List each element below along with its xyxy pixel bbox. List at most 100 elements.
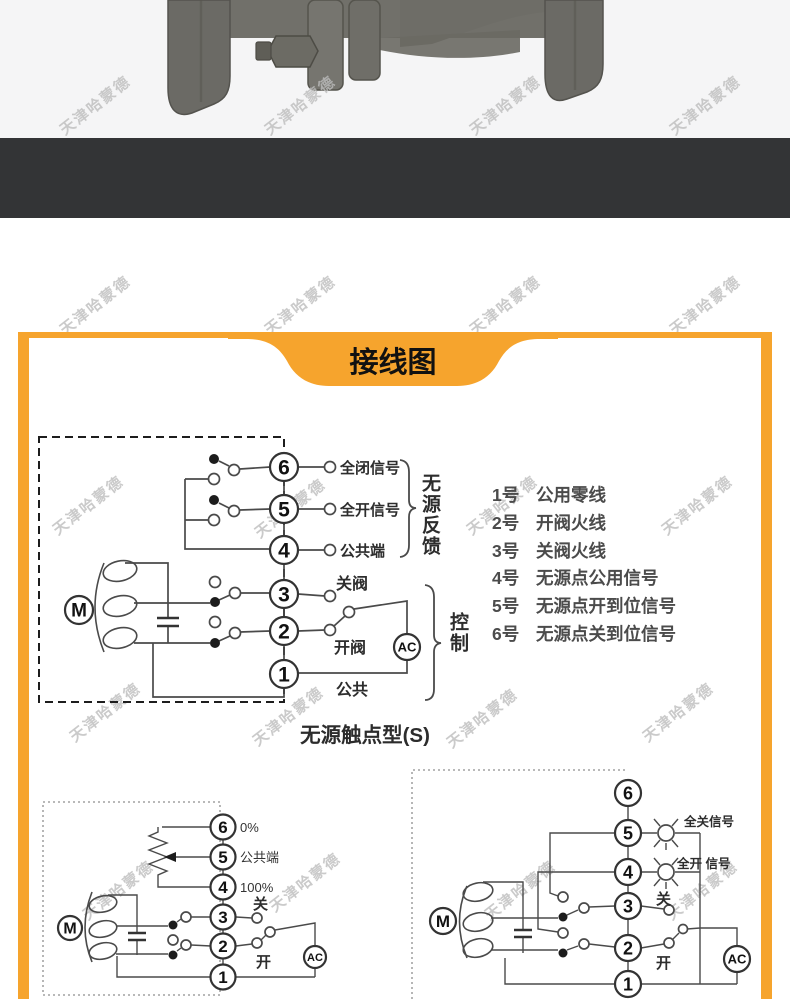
ac-label: AC (398, 640, 417, 655)
label-open: 开 (656, 955, 671, 972)
motor-label: M (436, 912, 450, 931)
label-common-terminal: 公共端 (240, 850, 279, 865)
svg-text:4: 4 (278, 539, 290, 562)
svg-text:1: 1 (623, 974, 633, 994)
pot-dashed-box (42, 801, 221, 996)
lamp-wires (483, 780, 738, 997)
lamp-dashed-box (411, 769, 627, 999)
label-full-open-signal: 全开 信号 (676, 856, 730, 871)
svg-text:1: 1 (218, 968, 227, 987)
legend-item: 5号无源点开到位信号 (492, 596, 676, 617)
capacitor (514, 928, 532, 939)
lamp-full-close (653, 818, 679, 850)
ac-label: AC (307, 952, 323, 964)
svg-text:4: 4 (623, 862, 633, 882)
valve-center-ring-right (348, 0, 381, 81)
lamp-full-open (653, 857, 679, 889)
svg-text:6: 6 (278, 456, 290, 479)
svg-text:3: 3 (218, 908, 227, 927)
svg-text:6: 6 (218, 818, 227, 837)
svg-text:2: 2 (218, 937, 227, 956)
capacitor (157, 616, 179, 628)
terminal-2: 2 (613, 933, 643, 963)
terminal-3: 3 (268, 578, 300, 610)
valve-photo-area: 天津哈蒙德天津哈蒙德天津哈蒙德天津哈蒙德 (0, 0, 790, 138)
label-100-percent: 100% (240, 880, 274, 895)
label-0-percent: 0% (240, 820, 259, 835)
terminal-5: 5 (268, 493, 300, 525)
watermark-text: 天津哈蒙德 (56, 272, 135, 339)
label-full-open-signal: 全开信号 (339, 501, 400, 519)
svg-text:2: 2 (278, 620, 290, 643)
svg-text:5: 5 (278, 498, 290, 521)
terminal-4: 4 (268, 534, 300, 566)
terminal-4: 4 (613, 857, 643, 887)
legend-item: 1号公用零线 (492, 485, 606, 506)
ac-circle (722, 944, 752, 974)
terminal-2: 2 (209, 932, 237, 960)
terminal-6: 6 (209, 813, 237, 841)
legend-item: 2号开阀火线 (492, 513, 606, 534)
capacitor (128, 931, 146, 942)
terminal-6: 6 (613, 778, 643, 808)
motor-bracket (94, 562, 105, 653)
label-passive-feedback: 无源反馈 (419, 473, 440, 557)
label-control: 控制 (447, 612, 468, 654)
terminal-1: 1 (209, 963, 237, 991)
control-brace (424, 584, 442, 701)
ac-circle (302, 944, 328, 970)
svg-text:6: 6 (623, 783, 633, 803)
valve-left-flange (167, 0, 231, 116)
terminal-legend: 1号公用零线 2号开阀火线 3号关阀火线 4号无源点公用信号 5号无源点开到位信… (492, 481, 752, 647)
valve-photo (0, 0, 790, 138)
label-close: 关 (656, 890, 671, 908)
motor-circle (63, 594, 95, 626)
lamp-wiring-diagram: M AC 6 5 4 3 2 1 全关信号 全开 信号 关 开 (411, 769, 752, 999)
potentiometer-resistor (147, 827, 169, 878)
label-close: 关 (253, 895, 268, 913)
pot-wiring-diagram: M AC 6 5 4 3 2 1 0% 公共端 100% 关 开 (42, 801, 328, 996)
valve-hex-nut (267, 35, 319, 68)
terminal-1: 1 (613, 969, 643, 999)
terminal-4: 4 (209, 873, 237, 901)
motor-circle (56, 914, 84, 942)
actuator-dashed-box (38, 436, 285, 703)
motor-label: M (63, 921, 76, 938)
motor-label: M (71, 601, 87, 622)
svg-text:4: 4 (218, 878, 228, 897)
label-close-valve: 关阀 (336, 574, 368, 593)
ac-circle (392, 632, 422, 662)
label-full-close-signal: 全关信号 (683, 814, 734, 829)
terminal-3: 3 (613, 891, 643, 921)
motor-circle (428, 906, 458, 936)
label-full-close-signal: 全闭信号 (339, 459, 400, 477)
terminal-5: 5 (613, 818, 643, 848)
svg-text:3: 3 (623, 896, 633, 916)
watermark-text: 天津哈蒙德 (261, 272, 340, 339)
legend-item: 6号无源点关到位信号 (492, 623, 676, 644)
legend-item: 4号无源点公用信号 (492, 568, 659, 589)
main-wiring-diagram: M AC 6 5 4 3 2 1 全闭信号 全开信号 公共端 关阀 开阀 公共 (38, 436, 442, 703)
terminal-1: 1 (268, 658, 300, 690)
watermark-text: 天津哈蒙德 (466, 272, 545, 339)
terminal-6: 6 (268, 451, 300, 483)
terminal-2: 2 (268, 615, 300, 647)
svg-text:1: 1 (278, 663, 290, 686)
valve-bolt-head (255, 41, 272, 61)
dark-divider-band (0, 138, 790, 218)
motor-bracket (458, 885, 468, 959)
terminal-5: 5 (209, 843, 237, 871)
legend-item: 3号关阀火线 (492, 540, 606, 561)
pot-wires (108, 814, 316, 990)
diagram-caption: 无源触点型(S) (300, 724, 430, 747)
terminal-3: 3 (209, 903, 237, 931)
svg-text:5: 5 (218, 848, 227, 867)
svg-text:3: 3 (278, 583, 290, 606)
banner-tab: 接线图 (228, 332, 558, 386)
svg-text:2: 2 (623, 938, 633, 958)
wiper-arrowhead (164, 852, 176, 862)
watermark-text: 天津哈蒙德 (666, 272, 745, 339)
label-open: 开 (256, 954, 271, 971)
ac-label: AC (728, 952, 747, 967)
